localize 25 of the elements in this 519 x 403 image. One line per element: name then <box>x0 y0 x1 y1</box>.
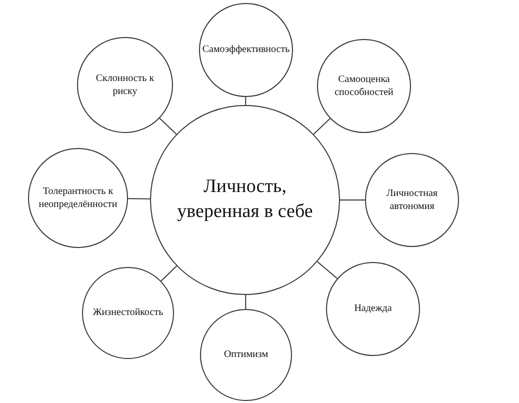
node-label: Жизнестойкость <box>92 306 164 320</box>
circle-node <box>317 39 411 133</box>
node-label: Самоэффективность <box>201 43 291 57</box>
circle-node <box>199 3 293 97</box>
circle-node <box>326 262 420 356</box>
connector-line <box>159 118 177 135</box>
node-label: Личность, уверенная в себе <box>176 175 314 224</box>
node-label: Самооценка способностей <box>334 72 394 100</box>
connector-line <box>245 294 246 310</box>
connector-line <box>160 266 178 282</box>
circle-node <box>365 153 459 247</box>
circle-node <box>77 37 173 133</box>
node-label: Толерантность к неопределённости <box>38 184 118 212</box>
circle-node <box>28 148 128 248</box>
node-label: Надежда <box>353 302 393 316</box>
node-label: Оптимизм <box>222 348 270 362</box>
node-label: Склонность к риску <box>94 72 156 98</box>
node-label: Личностная автономия <box>386 186 438 214</box>
circle-node <box>82 267 174 359</box>
connector-line <box>313 118 331 135</box>
connector-line <box>316 261 338 280</box>
circle-node <box>200 309 292 401</box>
connector-line <box>128 198 150 200</box>
connector-line <box>245 96 246 106</box>
circle-node <box>150 105 340 295</box>
